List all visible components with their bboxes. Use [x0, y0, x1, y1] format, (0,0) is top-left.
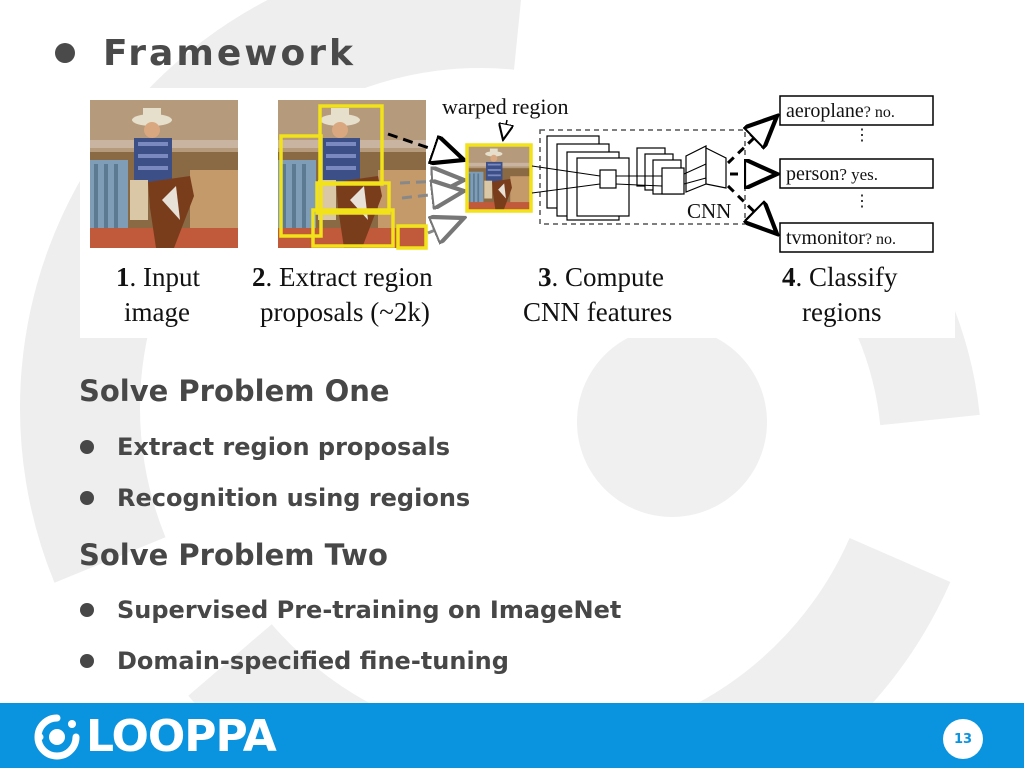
section-heading-problem-one: Solve Problem One — [79, 374, 390, 408]
bullet-item: Recognition using regions — [80, 484, 470, 512]
bullet-text: Extract region proposals — [117, 433, 451, 461]
step-4-caption-line2: regions — [802, 297, 881, 327]
step-1-caption: 1. Input — [116, 262, 200, 292]
output-tvmonitor: tvmonitor? no. — [779, 222, 934, 253]
region-proposals-photo — [278, 100, 428, 250]
bullet-text: Recognition using regions — [117, 484, 471, 512]
cnn-diagram: CNN — [531, 129, 746, 225]
warped-region-photo — [465, 143, 533, 213]
bullet-text: Supervised Pre-training on ImageNet — [117, 596, 622, 624]
ellipsis-dots: ⋮ — [854, 127, 870, 144]
rcnn-framework-figure: warped region CNN aeroplane? no. ⋮ — [80, 88, 955, 338]
step-2-caption: 2. Extract region — [252, 262, 433, 292]
warped-region-label: warped region — [442, 94, 568, 119]
bullet-item: Domain-specified fine-tuning — [80, 647, 509, 675]
step-4-caption: 4. Classify — [782, 262, 898, 292]
bullet-item: Extract region proposals — [80, 433, 450, 461]
ellipsis-dots: ⋮ — [854, 193, 870, 210]
svg-text:aeroplane? no.: aeroplane? no. — [786, 100, 895, 122]
bullet-icon — [80, 603, 94, 617]
step-2-caption-line2: proposals (~2k) — [260, 297, 430, 327]
slide-title-row: Framework — [55, 28, 356, 78]
bullet-text: Domain-specified fine-tuning — [117, 647, 509, 675]
bullet-icon — [80, 440, 94, 454]
bullet-icon — [80, 491, 94, 505]
logo-wordmark: LOOPPA — [86, 711, 277, 762]
section-heading-problem-two: Solve Problem Two — [79, 538, 388, 572]
page-number-badge: 13 — [943, 719, 983, 759]
footer-bar: LOOPPA 13 — [0, 703, 1024, 768]
output-person: person? yes. — [779, 158, 934, 189]
step-3-caption-line2: CNN features — [523, 297, 672, 327]
looppa-logo-icon — [34, 714, 80, 759]
title-bullet-icon — [55, 43, 75, 63]
bullet-item: Supervised Pre-training on ImageNet — [80, 596, 621, 624]
input-image-photo — [90, 100, 238, 248]
svg-text:tvmonitor? no.: tvmonitor? no. — [786, 227, 896, 249]
bullet-icon — [80, 654, 94, 668]
output-aeroplane: aeroplane? no. — [779, 95, 934, 126]
step-3-caption: 3. Compute — [538, 262, 664, 292]
cnn-label: CNN — [687, 199, 731, 223]
slide-title: Framework — [103, 32, 356, 74]
step-1-caption-line2: image — [124, 297, 190, 327]
svg-text:person? yes.: person? yes. — [786, 163, 878, 185]
looppa-logo: LOOPPA — [32, 711, 277, 762]
